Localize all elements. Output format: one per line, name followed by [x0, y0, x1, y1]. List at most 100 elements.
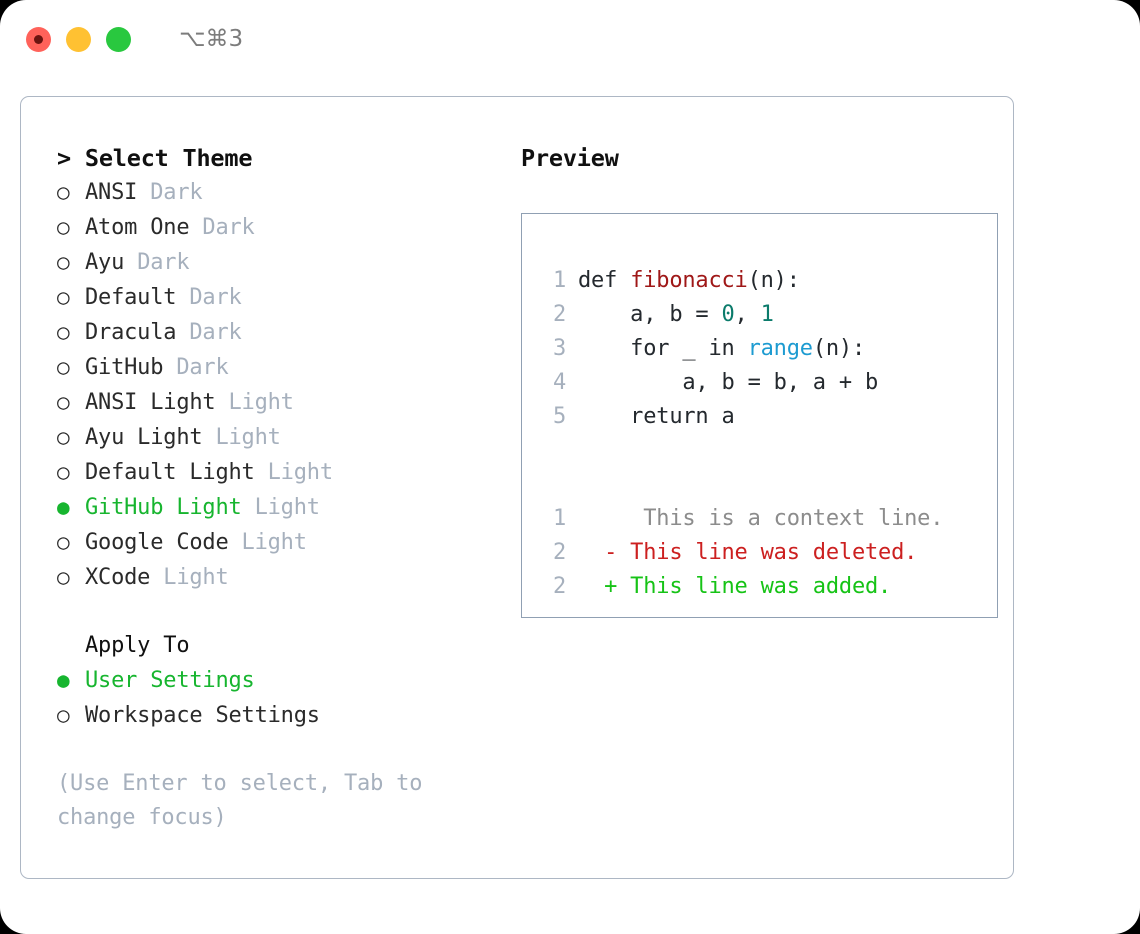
line-number: 2 [552, 302, 566, 327]
code-diff-separator [522, 434, 997, 468]
preview-heading: Preview [521, 144, 619, 172]
theme-label-gap [137, 176, 150, 210]
theme-label-gap [189, 211, 202, 245]
close-dot-icon [34, 34, 43, 44]
theme-list[interactable]: ○ANSI Dark○Atom One Dark○Ayu Dark○Defaul… [57, 175, 499, 595]
radio-unselected-icon: ○ [57, 180, 70, 204]
diff-line-text: This is a context line. [578, 506, 944, 531]
code-line-text: def fibonacci(n): [566, 264, 800, 298]
apply-to-option[interactable]: ●User Settings [57, 663, 499, 698]
radio-unselected-icon: ○ [57, 460, 70, 484]
radio-unselected-icon: ○ [57, 355, 70, 379]
theme-label-gap [176, 316, 189, 350]
theme-list-item[interactable]: ○ANSI Light Light [57, 385, 499, 420]
code-line-text: return a [566, 400, 735, 434]
theme-variant-label: Light [228, 390, 294, 415]
code-token-plain: a, b = [578, 302, 722, 327]
theme-variant-label: Dark [176, 355, 229, 380]
traffic-lights [26, 26, 131, 52]
theme-list-item[interactable]: ○Default Light Light [57, 455, 499, 490]
code-line: 2 a, b = 0, 1 [522, 298, 997, 332]
diff-line-number: 2 [552, 540, 566, 565]
theme-list-item[interactable]: ○ Ayu Light Light [57, 420, 499, 455]
maximize-button-icon[interactable] [106, 26, 131, 52]
line-number: 4 [552, 370, 566, 395]
theme-label-gap [150, 561, 163, 595]
theme-list-item[interactable]: ○Atom One Dark [57, 210, 499, 245]
code-token-plain: (n): [812, 336, 866, 361]
radio-unselected-icon: ○ [57, 215, 70, 239]
theme-variant-label: Light [254, 495, 320, 520]
close-button-icon[interactable] [26, 26, 51, 52]
apply-to-list[interactable]: ●User Settings○Workspace Settings [57, 663, 499, 733]
theme-name-label: Ayu [85, 250, 125, 275]
title-bar: ⌥⌘3 [0, 0, 1140, 78]
diff-line: 2 - This line was deleted. [522, 536, 997, 570]
code-token-call: range [747, 336, 813, 361]
radio-unselected-icon: ○ [57, 425, 70, 449]
theme-list-item[interactable]: ○ Default Dark [57, 280, 499, 315]
code-line: 4 a, b = b, a + b [522, 366, 997, 400]
theme-name-label: GitHub Light [85, 495, 242, 520]
theme-name-label: Default [85, 285, 177, 310]
theme-name-label: XCode [85, 565, 151, 590]
line-number: 3 [552, 336, 566, 361]
theme-variant-label: Light [241, 530, 307, 555]
apply-to-option-label: User Settings [85, 668, 255, 693]
radio-selected-icon: ● [57, 495, 70, 519]
theme-variant-label: Light [163, 565, 229, 590]
theme-list-item[interactable]: ○XCode Light [57, 560, 499, 595]
diff-line: 1 This is a context line. [522, 502, 997, 536]
apply-to-heading-row: Apply To [57, 629, 499, 663]
code-line: 5 return a [522, 400, 997, 434]
apply-to-heading: Apply To [85, 633, 190, 658]
theme-list-item[interactable]: ● GitHub Light Light [57, 490, 499, 525]
theme-selector-column: > Select Theme ○ANSI Dark○Atom One Dark○… [39, 141, 499, 878]
code-diff-separator-2 [522, 468, 997, 502]
theme-label-gap [255, 456, 268, 490]
diff-line-text: - This line was deleted. [578, 540, 918, 565]
apply-to-option[interactable]: ○Workspace Settings [57, 698, 499, 733]
theme-name-label: Dracula [85, 320, 177, 345]
diff-line-text: + This line was added. [578, 574, 892, 599]
theme-name-label: ANSI [85, 180, 138, 205]
theme-name-label: GitHub [85, 355, 164, 380]
apply-to-option-label: Workspace Settings [85, 703, 320, 728]
code-token-plain: a, b = b, a + b [578, 370, 879, 395]
theme-variant-label: Light [215, 425, 281, 450]
theme-list-item[interactable]: ○Dracula Dark [57, 315, 499, 350]
theme-list-item[interactable]: ○ GitHub Dark [57, 350, 499, 385]
diff-sample: 1 This is a context line.2 - This line w… [522, 502, 997, 604]
radio-unselected-icon: ○ [57, 285, 70, 309]
code-token-plain: , [734, 302, 761, 327]
theme-name-label: ANSI Light [85, 390, 216, 415]
theme-variant-label: Dark [202, 215, 255, 240]
theme-list-item[interactable]: ○Google Code Light [57, 525, 499, 560]
code-token-plain: (n): [747, 268, 800, 293]
theme-label-gap [242, 491, 255, 525]
code-line-text: a, b = 0, 1 [566, 298, 774, 332]
theme-variant-label: Dark [150, 180, 203, 205]
theme-name-label: Ayu Light [85, 425, 203, 450]
minimize-button-icon[interactable] [66, 26, 91, 52]
code-token-plain: return a [578, 404, 735, 429]
line-number: 1 [552, 268, 566, 293]
code-line-text: for _ in range(n): [566, 332, 865, 366]
theme-list-item[interactable]: ○ ANSI Dark [57, 175, 499, 210]
code-line-text: a, b = b, a + b [566, 366, 878, 400]
theme-label-gap [215, 386, 228, 420]
theme-variant-label: Dark [137, 250, 190, 275]
keyboard-hint-text: (Use Enter to select, Tab to change focu… [57, 771, 423, 830]
code-token-plain: def [578, 268, 631, 293]
theme-variant-label: Dark [189, 285, 242, 310]
code-token-num: 1 [760, 302, 774, 327]
keyboard-shortcut-label: ⌥⌘3 [179, 26, 244, 52]
content-panel: > Select Theme ○ANSI Dark○Atom One Dark○… [20, 96, 1014, 879]
diff-line-number: 1 [552, 506, 566, 531]
theme-label-gap [202, 421, 215, 455]
theme-list-item[interactable]: ○Ayu Dark [57, 245, 499, 280]
radio-unselected-icon: ○ [57, 530, 70, 554]
